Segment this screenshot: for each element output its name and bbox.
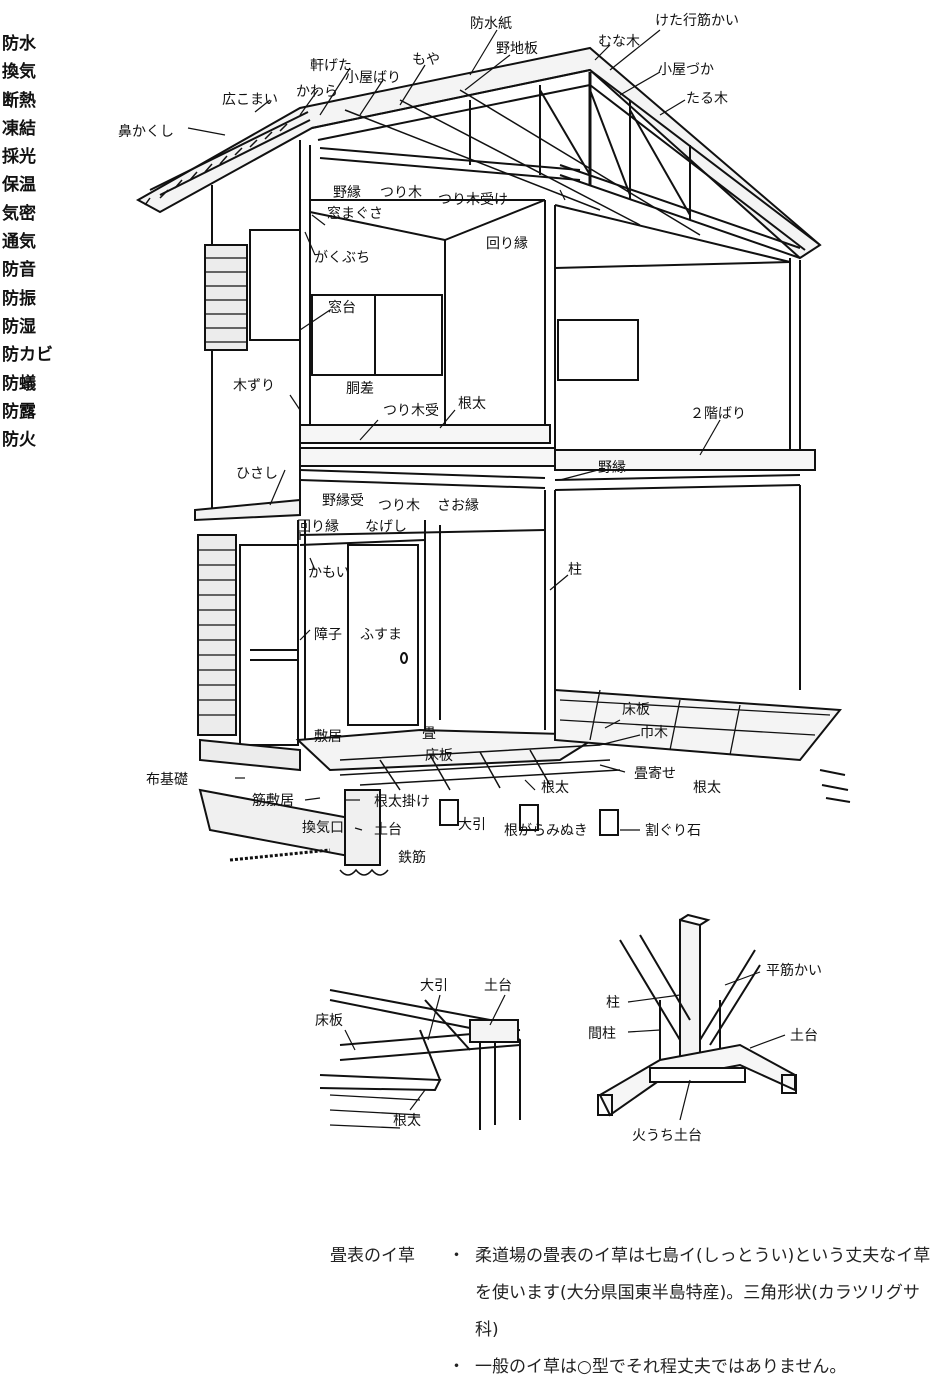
floor-detail-yukaita: 床板 bbox=[315, 1013, 343, 1029]
label-munagi: むな木 bbox=[598, 34, 640, 50]
label-nokigeta: 軒げた bbox=[310, 58, 352, 74]
upper-story bbox=[204, 140, 816, 510]
roof bbox=[135, 46, 822, 260]
label-neda-upper: 根太 bbox=[458, 396, 486, 412]
floor-detail-dodai: 土台 bbox=[484, 978, 512, 994]
label-neda-center: 根太 bbox=[541, 780, 569, 796]
label-kawara: かわら bbox=[296, 84, 338, 100]
label-hashira: 柱 bbox=[568, 562, 582, 578]
label-tekkin: 鉄筋 bbox=[398, 849, 426, 866]
performance-term: 防湿 bbox=[2, 316, 36, 337]
label-tsurigi-upper: つり木 bbox=[380, 185, 422, 201]
label-moya: もや bbox=[412, 52, 440, 68]
leader-lines bbox=[187, 29, 721, 850]
performance-term: 断熱 bbox=[2, 90, 36, 111]
label-koyabari: 小屋ばり bbox=[345, 70, 401, 86]
label-shouji: 障子 bbox=[314, 627, 342, 643]
corner-detail-hira-sujikai: 平筋かい bbox=[766, 962, 822, 979]
label-tatami: 畳 bbox=[422, 726, 436, 742]
label-keta-yuki-sujikai: けた行筋かい bbox=[655, 12, 739, 29]
performance-term: 保温 bbox=[2, 175, 36, 196]
label-tsurigi-uke-upper: つり木受け bbox=[438, 192, 508, 208]
floor-joist-detail bbox=[319, 989, 521, 1130]
label-habaki: 巾木 bbox=[640, 725, 668, 741]
floor-detail-oobiki: 大引 bbox=[420, 978, 448, 994]
label-madomagusa: 窓まぐさ bbox=[327, 205, 383, 222]
label-kizuri: 木ずり bbox=[233, 378, 275, 394]
corner-detail-hiuchi-dodai: 火うち土台 bbox=[632, 1128, 702, 1144]
label-neda-right: 根太 bbox=[693, 780, 721, 796]
note-item-2: 一般のイ草は○型でそれ程丈夫ではありません。 bbox=[475, 1357, 847, 1377]
performance-term-list: 防水換気断熱凍結採光保温気密通気防音防振防湿防カビ防蟻防露防火 bbox=[2, 30, 72, 454]
performance-term: 気密 bbox=[2, 203, 36, 224]
label-nikai-bari: ２階ばり bbox=[690, 406, 746, 422]
note-heading: 畳表のイ草 bbox=[330, 1246, 415, 1266]
label-noberi-uke: 野縁受 bbox=[322, 493, 364, 509]
corner-sill-detail bbox=[597, 913, 797, 1121]
label-saobuchi: さお縁 bbox=[437, 498, 479, 514]
label-bousuishi: 防水紙 bbox=[470, 16, 512, 32]
performance-term: 防振 bbox=[2, 288, 36, 309]
igusa-notes: 畳表のイ草 ・ 柔道場の畳表のイ草は七島イ(しっとうい)という丈夫なイ草を使いま… bbox=[330, 1238, 930, 1386]
label-yukaita-center: 床板 bbox=[425, 748, 453, 764]
label-mawaribuchi-lower: 回り縁 bbox=[297, 519, 339, 535]
performance-term: 防音 bbox=[2, 260, 36, 281]
label-taruki: たる木 bbox=[686, 91, 728, 107]
label-neda-kake: 根太掛け bbox=[374, 794, 430, 810]
label-fusuma: ふすま bbox=[360, 627, 402, 643]
label-dousa: 胴差 bbox=[346, 381, 374, 397]
performance-term: 換気 bbox=[2, 62, 36, 83]
label-oobiki: 大引 bbox=[458, 817, 486, 833]
label-gakubuchi: がくぶち bbox=[314, 250, 370, 266]
label-suji-shikii: 筋敷居 bbox=[252, 792, 294, 809]
note-row-1: 畳表のイ草 ・ 柔道場の畳表のイ草は七島イ(しっとうい)という丈夫なイ草を使いま… bbox=[330, 1238, 930, 1349]
performance-term: 通気 bbox=[2, 232, 36, 253]
label-nageshi: なげし bbox=[365, 519, 407, 535]
corner-detail-mabashira: 間柱 bbox=[588, 1026, 616, 1042]
house-cutaway-diagram: 鼻かくし 広こまい かわら 軒げた 小屋ばり もや 防水紙 野地板 むな木 けた… bbox=[118, 12, 851, 876]
label-nojiita: 野地板 bbox=[496, 41, 538, 57]
performance-term: 防蟻 bbox=[2, 373, 36, 394]
bullet-2: ・ bbox=[448, 1357, 465, 1377]
label-koyazuka: 小屋づか bbox=[658, 62, 714, 78]
bullet-1: ・ bbox=[448, 1246, 465, 1266]
label-hirokomai: 広こまい bbox=[222, 92, 278, 108]
label-dodai: 土台 bbox=[374, 822, 402, 838]
label-mawaribuchi-upper: 回り縁 bbox=[486, 236, 528, 252]
label-noberi-upper: 野縁 bbox=[333, 185, 361, 201]
label-negarami-nuki: 根がらみぬき bbox=[504, 823, 588, 839]
label-nuno-kiso: 布基礎 bbox=[146, 771, 188, 788]
performance-term: 採光 bbox=[2, 147, 36, 168]
label-tsurigi-uke-mid: つり木受 bbox=[383, 403, 439, 419]
performance-term: 防水 bbox=[2, 34, 36, 54]
corner-detail-hashira: 柱 bbox=[606, 995, 620, 1011]
label-kankiguchi: 換気口 bbox=[302, 820, 344, 836]
label-madodai: 窓台 bbox=[328, 299, 356, 316]
performance-term: 防火 bbox=[2, 430, 36, 451]
corner-detail-dodai: 土台 bbox=[790, 1028, 818, 1044]
label-yukaita-right: 床板 bbox=[622, 702, 650, 718]
label-hana-kakushi: 鼻かくし bbox=[118, 123, 174, 140]
house-part-labels: 鼻かくし 広こまい かわら 軒げた 小屋ばり もや 防水紙 野地板 むな木 けた… bbox=[118, 12, 746, 866]
floor-detail-neda: 根太 bbox=[393, 1113, 421, 1129]
label-wariguri-ishi: 割ぐり石 bbox=[645, 822, 701, 839]
label-tatamiyose: 畳寄せ bbox=[634, 765, 676, 782]
note-row-2: ・ 一般のイ草は○型でそれ程丈夫ではありません。 bbox=[330, 1349, 930, 1386]
performance-term: 凍結 bbox=[2, 118, 36, 139]
label-noberi-mid: 野縁 bbox=[598, 460, 626, 476]
label-kamoi: かもい bbox=[308, 565, 350, 581]
label-shikii: 敷居 bbox=[314, 729, 342, 745]
note-item-1: 柔道場の畳表のイ草は七島イ(しっとうい)という丈夫なイ草を使います(大分県国東半… bbox=[475, 1246, 931, 1340]
label-tsurigi-lower: つり木 bbox=[378, 498, 420, 514]
lower-story bbox=[194, 485, 851, 876]
performance-term: 防カビ bbox=[2, 345, 53, 366]
label-hisashi: ひさし bbox=[236, 466, 278, 482]
performance-term: 防露 bbox=[2, 401, 36, 422]
